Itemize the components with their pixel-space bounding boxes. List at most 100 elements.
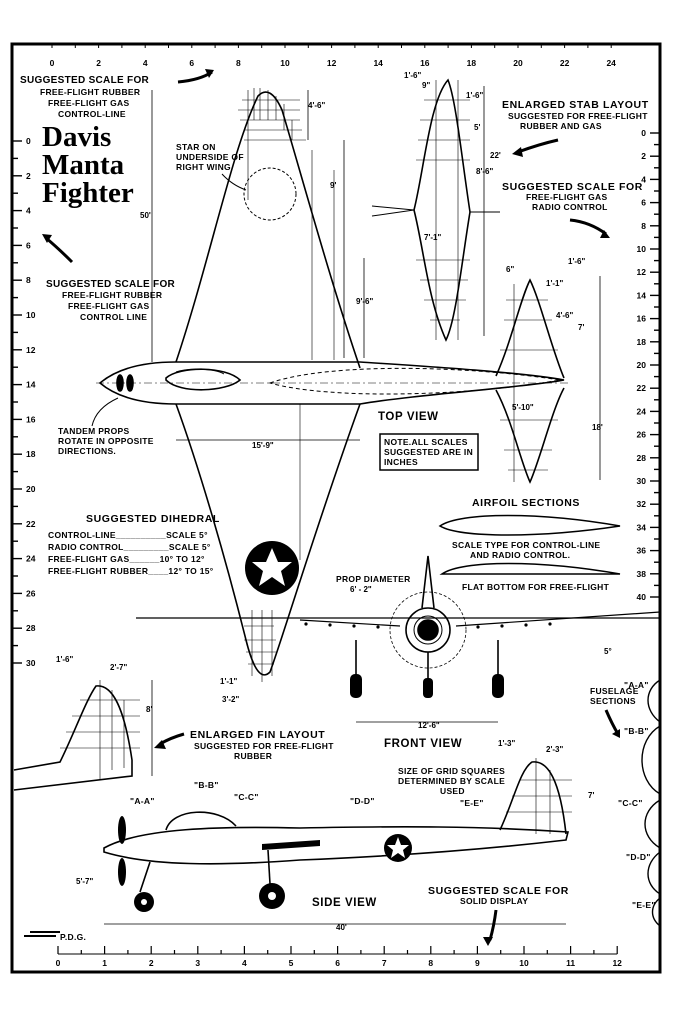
arrow-icon xyxy=(205,69,214,78)
star-note-1: STAR ON xyxy=(176,142,216,152)
arrow-icon xyxy=(159,732,185,746)
right-scale-label: 32 xyxy=(637,499,647,509)
right-scale-label: 16 xyxy=(637,314,647,324)
bottom-scale-label: 6 xyxy=(335,958,340,968)
arrow-icon xyxy=(604,709,620,735)
top-scale-label: 14 xyxy=(373,58,383,68)
left-scale-label: 24 xyxy=(26,554,36,564)
bottom-scale-label: 12 xyxy=(612,958,622,968)
note-scales-3: INCHES xyxy=(384,457,418,467)
dihedral-row-2: RADIO CONTROL_________SCALE 5° xyxy=(48,542,211,552)
top-view-dimensions xyxy=(151,90,365,441)
front-view-dots xyxy=(304,622,552,629)
title-line3: Fighter xyxy=(42,177,134,209)
dim-4-6b: 4'-6" xyxy=(556,311,573,320)
side-section-bb: "B-B" xyxy=(194,780,219,790)
enlarged-fin-drawing xyxy=(13,680,140,791)
bottom-scale-label: 10 xyxy=(519,958,529,968)
top-scale-label: 0 xyxy=(50,58,55,68)
dim-9in: 9" xyxy=(422,81,430,90)
arrow-icon xyxy=(42,234,52,243)
dim-1-6: 1'-6" xyxy=(404,71,421,80)
star-insignia-icon xyxy=(384,834,412,862)
scale2-line1: SUGGESTED SCALE FOR xyxy=(46,279,176,290)
dim-12-6: 12'-6" xyxy=(418,721,440,730)
scale2-line3: FREE-FLIGHT GAS xyxy=(68,301,149,311)
side-view-label: SIDE VIEW xyxy=(312,897,377,909)
airfoil-title: AIRFOIL SECTIONS xyxy=(472,497,580,509)
tandem-note-2: ROTATE IN OPPOSITE xyxy=(58,436,154,446)
note-scales-2: SUGGESTED ARE IN xyxy=(384,447,473,457)
fuselage-sections-1: FUSELAGE xyxy=(590,686,639,696)
scale-rc-title: SUGGESTED SCALE FOR xyxy=(502,181,643,193)
bottom-scale-label: 1 xyxy=(102,958,107,968)
side-wheels xyxy=(134,883,285,912)
right-scale-label: 12 xyxy=(637,267,647,277)
dim-50: 50' xyxy=(140,211,151,220)
top-scale-label: 10 xyxy=(280,58,290,68)
fuselage-sections-2: SECTIONS xyxy=(590,696,636,706)
arrow-icon xyxy=(154,740,166,749)
arrow-icon xyxy=(483,937,493,946)
left-scale-label: 0 xyxy=(26,136,31,146)
right-scale-label: 40 xyxy=(637,592,647,602)
left-scale-label: 4 xyxy=(26,206,31,216)
right-scale-label: 28 xyxy=(637,453,647,463)
dim-1-6-tail: 1'-6" xyxy=(568,257,585,266)
left-scale-label: 10 xyxy=(26,310,36,320)
enlarged-fin-title: ENLARGED FIN LAYOUT xyxy=(190,729,325,741)
left-scale-label: 12 xyxy=(26,345,36,355)
right-scale-label: 14 xyxy=(637,290,647,300)
airfoil-2-note: FLAT BOTTOM FOR FREE-FLIGHT xyxy=(462,582,610,592)
airfoil-1-note1: SCALE TYPE FOR CONTROL-LINE xyxy=(452,540,600,550)
right-scale-label: 6 xyxy=(641,198,646,208)
right-scale-label: 26 xyxy=(637,430,647,440)
side-section-aa: "A-A" xyxy=(130,796,155,806)
dihedral-row-4: FREE-FLIGHT RUBBER____12° TO 15° xyxy=(48,566,214,576)
right-scale-label: 38 xyxy=(637,569,647,579)
left-scale-label: 16 xyxy=(26,414,36,424)
sheet-border xyxy=(10,42,662,974)
arrow-icon xyxy=(569,218,607,236)
arrow-icon xyxy=(612,729,620,738)
left-scale-label: 20 xyxy=(26,484,36,494)
side-props xyxy=(118,816,126,886)
side-section-dd: "D-D" xyxy=(350,796,375,806)
left-scale-label: 22 xyxy=(26,519,36,529)
dim-1-6-stab: 1'-6" xyxy=(466,91,483,100)
top-view-label: TOP VIEW xyxy=(378,411,439,423)
top-scale-label: 24 xyxy=(606,58,616,68)
side-section-cc: "C-C" xyxy=(234,792,259,802)
bottom-scale-label: 7 xyxy=(382,958,387,968)
side-section-ee: "E-E" xyxy=(460,798,484,808)
section-cc: "C-C" xyxy=(618,798,643,808)
fuselage-section-shapes xyxy=(641,679,661,927)
top-view-drawing xyxy=(96,88,570,682)
left-scale-label: 28 xyxy=(26,623,36,633)
title-line2: Manta xyxy=(42,149,125,181)
dihedral-row-1: CONTROL-LINE__________SCALE 5° xyxy=(48,530,208,540)
dim-1-3: 1'-3" xyxy=(498,739,515,748)
front-view-label: FRONT VIEW xyxy=(384,738,462,750)
arrow-icon xyxy=(600,230,610,238)
bottom-scale-label: 5 xyxy=(289,958,294,968)
star-note-2: UNDERSIDE OF xyxy=(176,152,244,162)
scale1-line2: FREE-FLIGHT RUBBER xyxy=(40,87,140,97)
arrow-icon xyxy=(177,70,213,84)
top-scale-label: 4 xyxy=(143,58,148,68)
right-scale-label: 0 xyxy=(641,128,646,138)
star-insignia-icon xyxy=(245,541,299,595)
right-scale-label: 34 xyxy=(637,522,647,532)
dim-4-6: 4'-6" xyxy=(308,101,325,110)
scale2-line2: FREE-FLIGHT RUBBER xyxy=(62,290,162,300)
grid-size-2: DETERMINED BY SCALE xyxy=(398,776,505,786)
top-scale-label: 22 xyxy=(560,58,570,68)
right-scale-label: 4 xyxy=(641,174,646,184)
left-scale-label: 14 xyxy=(26,380,36,390)
top-scale-label: 16 xyxy=(420,58,430,68)
scale-rc-2: RADIO CONTROL xyxy=(532,202,608,212)
section-ee: "E-E" xyxy=(632,900,656,910)
